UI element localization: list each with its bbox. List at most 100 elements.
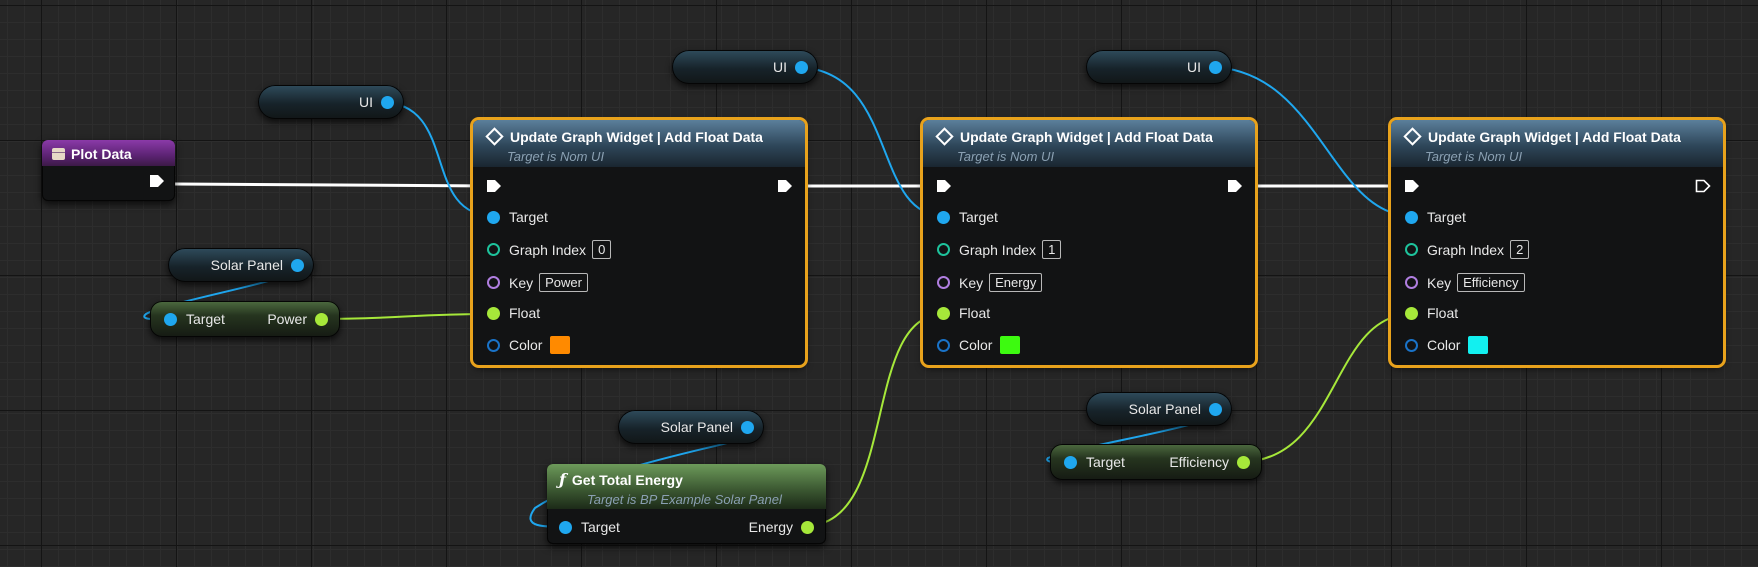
exec-in-pin[interactable]	[936, 179, 952, 193]
object-wire	[793, 66, 945, 217]
key-input[interactable]: Efficiency	[1457, 273, 1525, 292]
ui-variable-label: UI	[773, 59, 787, 75]
solar-panel-variable-node[interactable]: Solar Panel	[618, 410, 764, 444]
float-label: Float	[1427, 305, 1459, 321]
key-pin[interactable]	[487, 276, 500, 289]
solar-panel-variable-node[interactable]: Solar Panel	[168, 248, 314, 282]
key-pin[interactable]	[1405, 276, 1418, 289]
node-title: Update Graph Widget | Add Float Data	[960, 128, 1213, 145]
exec-out-pin[interactable]	[1227, 179, 1243, 193]
node-subtitle: Target is Nom UI	[507, 149, 605, 164]
event-node-title: Plot Data	[71, 145, 132, 162]
target-pin[interactable]	[1405, 210, 1418, 224]
float-pin[interactable]	[937, 306, 950, 320]
ui-variable-label: UI	[1187, 59, 1201, 75]
efficiency-output-pin[interactable]	[1237, 455, 1250, 469]
graph-index-input[interactable]: 0	[592, 240, 612, 259]
graph-index-label: Graph Index	[959, 241, 1037, 258]
graph-index-pin[interactable]	[487, 243, 500, 256]
color-label: Color	[1427, 337, 1461, 353]
node-title: Update Graph Widget | Add Float Data	[1428, 128, 1681, 145]
float-wire	[1239, 313, 1413, 463]
graph-index-pin[interactable]	[1405, 243, 1418, 256]
target-pin[interactable]	[937, 210, 950, 224]
event-icon	[52, 147, 65, 160]
solar-panel-variable-label: Solar Panel	[660, 419, 733, 435]
power-output-label: Power	[267, 311, 307, 327]
update-graph-widget-node[interactable]: Update Graph Widget | Add Float Data Tar…	[473, 120, 805, 365]
ui-output-pin[interactable]	[381, 95, 394, 109]
color-label: Color	[959, 337, 993, 353]
key-input[interactable]: Energy	[989, 273, 1043, 292]
exec-in-pin[interactable]	[486, 179, 502, 193]
power-target-pin[interactable]	[164, 312, 177, 326]
color-label: Color	[509, 337, 543, 353]
ui-variable-label: UI	[359, 94, 373, 110]
key-input[interactable]: Power	[539, 273, 588, 292]
key-label: Key	[509, 274, 534, 291]
get-total-energy-node[interactable]: ƒ Get Total Energy Target is BP Example …	[547, 464, 826, 544]
exec-out-pin[interactable]	[777, 179, 793, 193]
float-pin[interactable]	[487, 306, 500, 320]
target-pin[interactable]	[487, 210, 500, 224]
exec-wire	[174, 182, 493, 188]
solar-panel-output-pin[interactable]	[291, 258, 304, 272]
function-diamond-icon	[1403, 127, 1422, 146]
energy-output-pin[interactable]	[801, 520, 814, 534]
color-swatch[interactable]	[1468, 336, 1489, 354]
key-label: Key	[959, 274, 984, 291]
energy-target-label: Target	[581, 519, 620, 535]
energy-output-label: Energy	[748, 519, 793, 535]
float-label: Float	[509, 305, 541, 321]
color-pin[interactable]	[937, 338, 950, 352]
exec-out-pin[interactable]	[149, 174, 165, 188]
energy-target-pin[interactable]	[559, 520, 572, 534]
function-title: Get Total Energy	[571, 471, 683, 488]
efficiency-target-pin[interactable]	[1064, 455, 1077, 469]
graph-index-pin[interactable]	[937, 243, 950, 256]
color-pin[interactable]	[487, 338, 500, 352]
node-subtitle: Target is Nom UI	[957, 149, 1055, 164]
color-pin[interactable]	[1405, 338, 1418, 352]
ui-output-pin[interactable]	[795, 60, 808, 74]
graph-index-input[interactable]: 1	[1042, 240, 1062, 259]
color-swatch[interactable]	[1000, 336, 1021, 354]
efficiency-target-label: Target	[1086, 454, 1125, 470]
solar-panel-output-pin[interactable]	[741, 420, 754, 434]
graph-index-input[interactable]: 2	[1510, 240, 1530, 259]
ui-variable-node[interactable]: UI	[258, 85, 404, 119]
key-pin[interactable]	[937, 276, 950, 289]
update-graph-widget-node[interactable]: Update Graph Widget | Add Float Data Tar…	[1391, 120, 1723, 365]
graph-index-label: Graph Index	[509, 241, 587, 258]
node-title: Update Graph Widget | Add Float Data	[510, 128, 763, 145]
node-subtitle: Target is Nom UI	[1425, 149, 1523, 164]
float-pin[interactable]	[1405, 306, 1418, 320]
ui-variable-node[interactable]: UI	[1086, 50, 1232, 84]
solar-panel-variable-node[interactable]: Solar Panel	[1086, 392, 1232, 426]
function-icon: ƒ	[559, 470, 566, 489]
float-wire	[317, 313, 495, 320]
solar-panel-variable-label: Solar Panel	[210, 257, 283, 273]
get-efficiency-node[interactable]: Target Efficiency	[1050, 444, 1262, 480]
target-label: Target	[959, 209, 998, 225]
ui-variable-node[interactable]: UI	[672, 50, 818, 84]
efficiency-output-label: Efficiency	[1169, 454, 1229, 470]
power-target-label: Target	[186, 311, 225, 327]
solar-panel-variable-label: Solar Panel	[1128, 401, 1201, 417]
power-output-pin[interactable]	[315, 312, 328, 326]
ui-output-pin[interactable]	[1209, 60, 1222, 74]
target-label: Target	[509, 209, 548, 225]
function-diamond-icon	[935, 127, 954, 146]
key-label: Key	[1427, 274, 1452, 291]
solar-panel-output-pin[interactable]	[1209, 402, 1222, 416]
color-swatch[interactable]	[550, 336, 571, 354]
event-node-plot-data[interactable]: Plot Data	[42, 140, 175, 201]
get-power-node[interactable]: Target Power	[150, 301, 340, 337]
function-subtitle: Target is BP Example Solar Panel	[587, 492, 782, 507]
exec-in-pin[interactable]	[1404, 179, 1420, 193]
exec-out-pin-unconnected[interactable]	[1695, 179, 1711, 193]
float-label: Float	[959, 305, 991, 321]
function-diamond-icon	[485, 127, 504, 146]
update-graph-widget-node[interactable]: Update Graph Widget | Add Float Data Tar…	[923, 120, 1255, 365]
graph-index-label: Graph Index	[1427, 241, 1505, 258]
